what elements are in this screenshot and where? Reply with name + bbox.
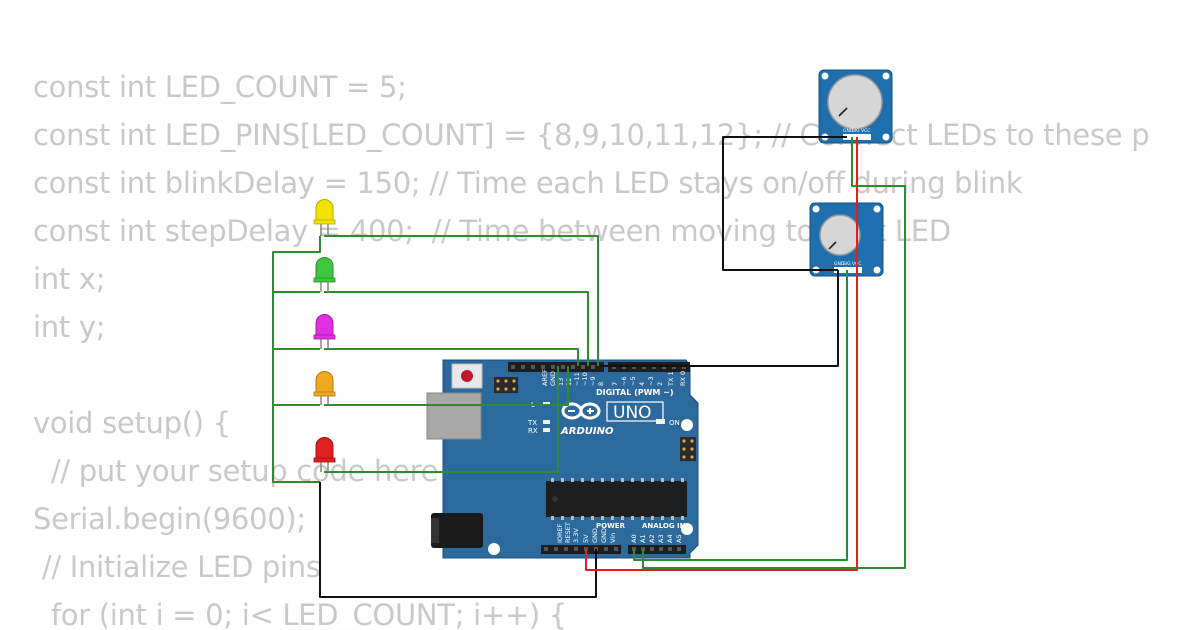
led-orange[interactable]: [313, 371, 336, 406]
arduino-logo-icon: [561, 402, 601, 420]
wire-green: [324, 235, 599, 366]
pin-label: AREF: [541, 369, 549, 386]
wire-green: [642, 137, 906, 569]
board-brand: ARDUINO: [560, 426, 614, 437]
code-line: const int LED_PINS[LED_COUNT] = {8,9,10,…: [33, 118, 1150, 152]
wire-black: [319, 482, 597, 598]
wires: [272, 136, 906, 598]
pin-label: IOREF: [556, 523, 564, 543]
pin-label: ~6: [620, 376, 628, 386]
wire-green: [633, 270, 848, 561]
pin-label: 3.3V: [572, 528, 580, 543]
tx-label: TX: [527, 419, 537, 427]
wire-black: [600, 270, 839, 367]
potentiometer-knob[interactable]: [819, 214, 861, 256]
board-model: UNO: [613, 403, 652, 423]
digital-header-label: DIGITAL (PWM ~): [596, 388, 674, 397]
code-line: void setup() {: [33, 406, 231, 440]
power-label: POWER: [596, 522, 626, 530]
analog-header[interactable]: [628, 545, 686, 554]
pin-label: ~10: [581, 372, 589, 386]
pin-label: Vin: [609, 533, 617, 543]
analog-pin-labels: A0 A1 A2 A3 A4 A5: [630, 534, 683, 543]
pin-label: GND: [600, 528, 608, 543]
wire-green: [324, 291, 589, 366]
analog-label: ANALOG IN: [642, 522, 686, 530]
code-line: for (int i = 0; i< LED_COUNT; i++) {: [33, 598, 567, 630]
arduino-uno-board[interactable]: AREF GND 13 12 ~11 ~10 ~9 8 7 ~6 ~5 4 ~3…: [426, 359, 699, 559]
pin-label: ~9: [589, 376, 597, 386]
wire-black: [722, 136, 847, 271]
icsp-header: [494, 377, 518, 393]
pin-label: RESET: [564, 522, 572, 543]
pot-pin-label: SIG: [843, 261, 851, 267]
wire-green: [272, 236, 321, 483]
digital-pin-labels: AREF GND 13 12 ~11 ~10 ~9 8 7 ~6 ~5 4 ~3…: [541, 369, 687, 387]
mounting-hole: [681, 419, 693, 431]
potentiometer-top[interactable]: GND SIG VCC: [818, 69, 893, 144]
pin-label: ~3: [647, 376, 655, 386]
pin-label: 5V: [582, 534, 590, 543]
mounting-hole: [488, 543, 500, 555]
tx-led: [543, 420, 550, 424]
rx-led: [543, 428, 550, 432]
pin-label: ~5: [629, 376, 637, 386]
wire-green: [324, 366, 559, 473]
pin-label: 8: [597, 382, 605, 386]
pin-label: A1: [639, 534, 647, 543]
code-line: // Initialize LED pins: [33, 550, 321, 584]
potentiometer-knob[interactable]: [827, 74, 883, 130]
on-led: [656, 419, 665, 424]
power-header[interactable]: [541, 545, 621, 554]
led-yellow[interactable]: [313, 199, 336, 237]
pin-label: GND: [549, 371, 557, 386]
wire-red: [585, 137, 858, 571]
usb-port: [426, 392, 482, 440]
pot-pin-label: GND: [834, 261, 845, 267]
code-line: int x;: [33, 262, 106, 296]
pin-label: 7: [611, 382, 619, 386]
on-label: ON: [669, 419, 680, 427]
pin-label: A2: [648, 534, 656, 543]
code-line: const int stepDelay = 400; // Time betwe…: [33, 214, 951, 248]
pin-label: A3: [657, 534, 665, 543]
led-green[interactable]: [313, 257, 336, 293]
pin-label: 2: [656, 382, 664, 386]
rx-label: RX: [528, 427, 538, 435]
power-jack: [431, 513, 483, 548]
digital-header-left[interactable]: [508, 362, 604, 372]
atmega-chip: [546, 481, 687, 517]
pot-pin-label: SIG: [852, 128, 860, 134]
pin-label: TX 1: [667, 371, 675, 387]
pin-label: A5: [675, 534, 683, 543]
pot-pin-label: VCC: [861, 128, 870, 134]
wire-green: [324, 348, 579, 366]
pin-label: ~11: [573, 372, 581, 386]
wire-green: [324, 366, 569, 406]
pin-label: 4: [638, 382, 646, 386]
code-line: const int blinkDelay = 150; // Time each…: [33, 166, 1023, 200]
pin-label: RX 0: [679, 371, 687, 386]
mounting-hole: [681, 523, 693, 535]
code-line: int y;: [33, 310, 106, 344]
power-pin-labels: IOREF RESET 3.3V 5V GND GND Vin: [556, 522, 617, 543]
pot-pin-label: GND: [843, 128, 854, 134]
led-red[interactable]: [313, 437, 336, 473]
pin-label: 13: [557, 378, 565, 386]
pin-label: A0: [630, 534, 638, 543]
pin-label: GND: [591, 528, 599, 543]
reset-button-cap[interactable]: [461, 370, 473, 382]
led-magenta[interactable]: [313, 314, 336, 350]
code-line: const int LED_COUNT = 5;: [33, 70, 407, 104]
code-line: Serial.begin(9600);: [33, 502, 306, 536]
potentiometer-bottom[interactable]: GND SIG VCC: [809, 202, 884, 277]
icsp-header-2: [680, 437, 696, 461]
pin-label: A4: [666, 534, 674, 543]
